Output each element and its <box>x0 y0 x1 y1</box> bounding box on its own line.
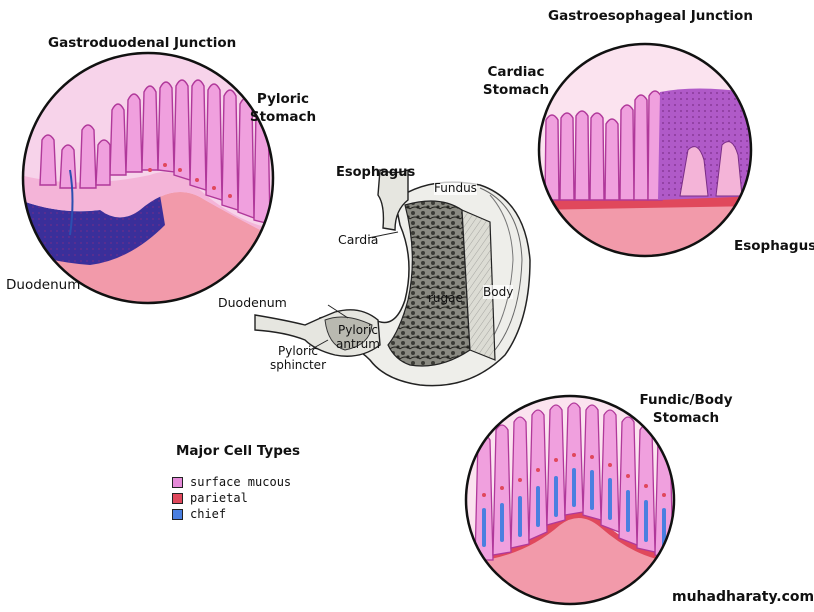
legend-label-chief: chief <box>190 507 227 521</box>
legend-label-mucous: surface mucous <box>190 475 292 489</box>
fundus-label: Fundus <box>434 181 477 195</box>
pyloric-antrum-line2: antrum <box>336 337 380 351</box>
duodenum-label: Duodenum <box>218 295 287 310</box>
esophagus-panel-label: Esophagus <box>734 238 814 254</box>
pyloric-antrum-label: Pyloric antrum <box>330 323 386 351</box>
gastroesophageal-circle-border <box>537 42 753 258</box>
gastroesophageal-title: Gastroesophageal Junction <box>548 8 753 24</box>
pyloric-stomach-label: Pyloric Stomach <box>248 90 318 126</box>
fundic-title-line2: Stomach <box>652 410 720 426</box>
fundic-title-line1: Fundic/Body <box>639 392 733 408</box>
legend-swatch-chief <box>172 508 183 520</box>
rugae-label: rugae <box>428 291 463 305</box>
pyloric-sphincter-line1: Pyloric <box>278 344 318 358</box>
legend-item-chief: chief <box>172 506 226 522</box>
pyloric-sphincter-label: Pyloric sphincter <box>262 344 334 372</box>
gastroesophageal-junction-circle <box>539 44 751 256</box>
pyloric-label-line1: Pyloric <box>256 91 310 107</box>
duodenum-panel-label: Duodenum <box>6 277 81 293</box>
pyloric-antrum-line1: Pyloric <box>338 323 378 337</box>
legend-title: Major Cell Types <box>176 443 301 459</box>
cardiac-label-line2: Stomach <box>482 82 550 98</box>
gastroduodenal-junction-circle <box>23 53 273 303</box>
legend-item-parietal: parietal <box>172 490 248 506</box>
gastroduodenal-title: Gastroduodenal Junction <box>48 35 237 51</box>
legend-swatch-mucous <box>172 476 183 488</box>
gastroduodenal-circle-border <box>21 51 275 305</box>
legend-label-parietal: parietal <box>190 491 248 505</box>
fundic-body-circle <box>466 396 674 604</box>
legend-item-surface-mucous: surface mucous <box>172 474 291 490</box>
fundic-body-title: Fundic/Body Stomach <box>636 391 736 427</box>
cardiac-label-line1: Cardiac <box>487 64 545 80</box>
watermark-text: muhadharaty.com <box>672 589 814 605</box>
pyloric-sphincter-line2: sphincter <box>269 358 327 372</box>
stomach-drawing <box>254 168 531 387</box>
cardiac-stomach-label: Cardiac Stomach <box>478 63 554 99</box>
cardia-label: Cardia <box>338 232 379 247</box>
pyloric-label-line2: Stomach <box>249 109 317 125</box>
body-label: Body <box>483 285 514 299</box>
legend-swatch-parietal <box>172 492 183 504</box>
fundic-circle-border <box>464 394 676 606</box>
esophagus-label: Esophagus <box>336 165 416 180</box>
